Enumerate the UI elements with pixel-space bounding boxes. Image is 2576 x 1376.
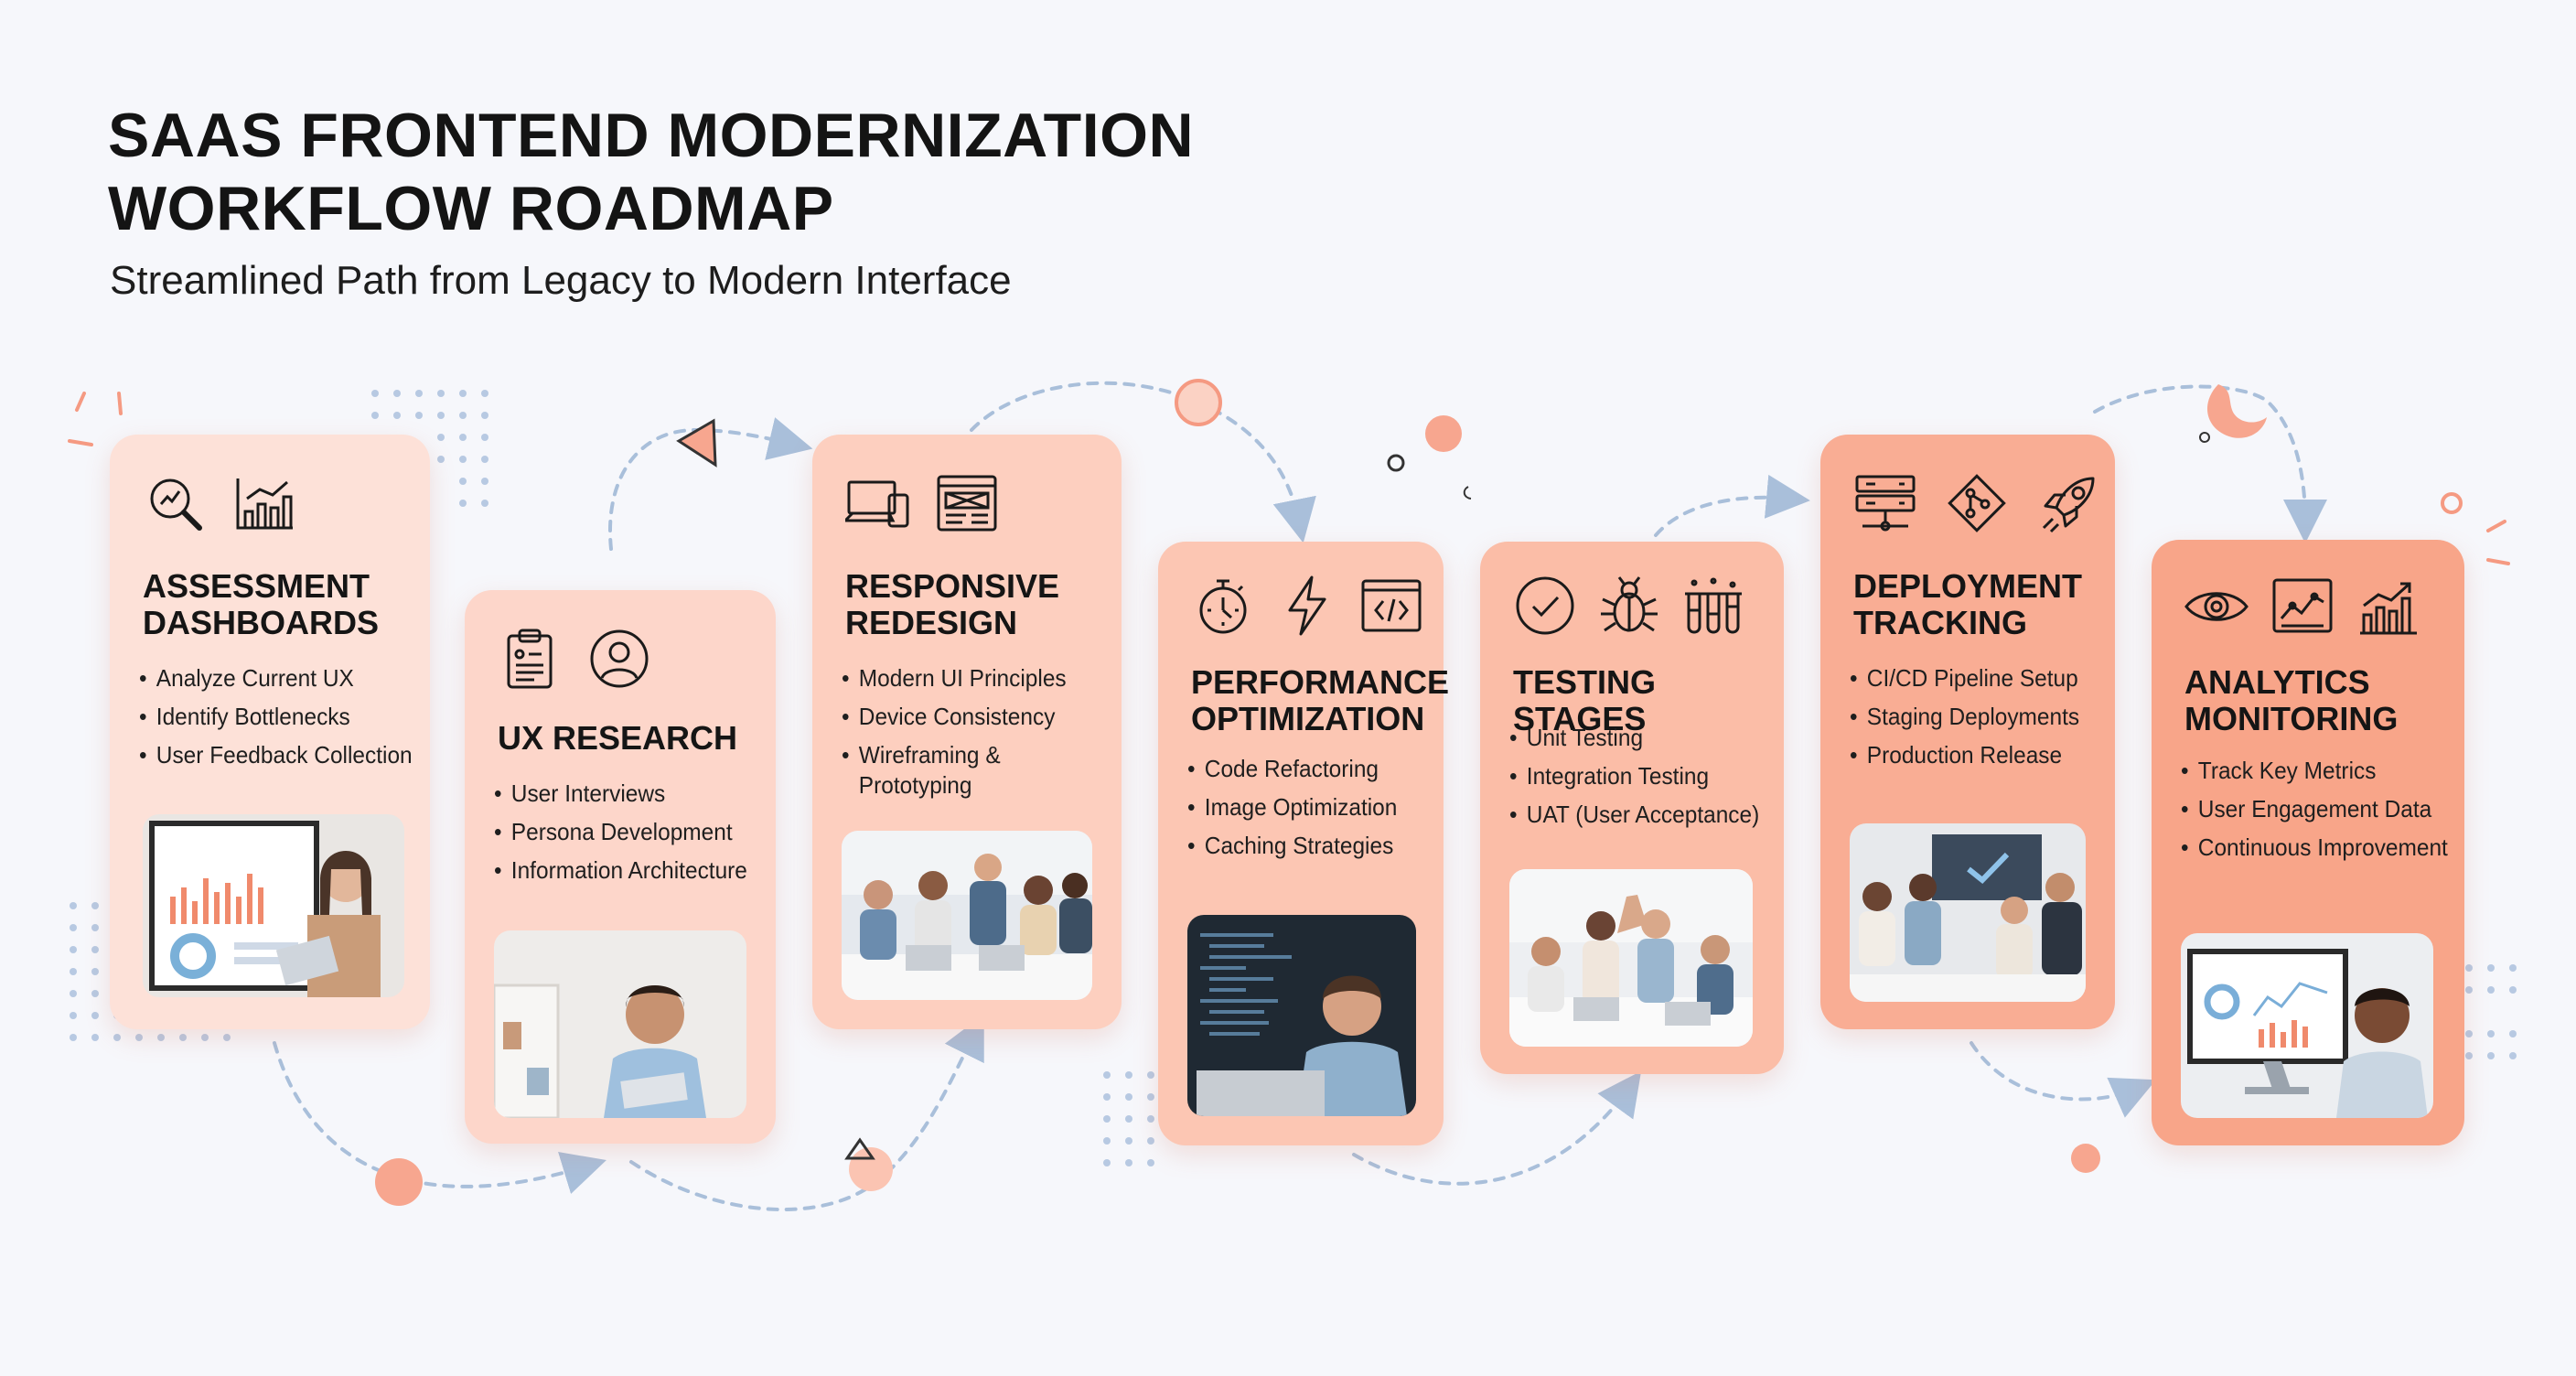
wireframe-icon xyxy=(935,471,999,535)
stage-bullet: Code Refactoring xyxy=(1187,754,1416,784)
git-branch-icon xyxy=(1945,471,2009,535)
stage-bullet: Identify Bottlenecks xyxy=(139,702,401,732)
man-holding-tablet-photo xyxy=(494,930,746,1118)
stage-title: RESPONSIVE REDESIGN xyxy=(845,568,1103,641)
stage-bullet: User Engagement Data xyxy=(2181,794,2435,824)
page-subtitle: Streamlined Path from Legacy to Modern I… xyxy=(110,258,1012,303)
stage-title-line-1: DEPLOYMENT xyxy=(1853,567,2083,605)
line-chart-icon xyxy=(2270,575,2334,639)
stage-bullet-list: Modern UI Principles Device Consistency … xyxy=(842,663,1103,809)
page-title-line-1: SAAS FRONTEND MODERNIZATION xyxy=(108,101,1195,170)
code-window-icon xyxy=(1359,574,1423,638)
stage-bullet-list: Analyze Current UX Identify Bottlenecks … xyxy=(139,663,417,779)
stage-bullet: CI/CD Pipeline Setup xyxy=(1850,663,2087,693)
stage-icons xyxy=(2184,575,2420,639)
test-tubes-icon xyxy=(1681,574,1745,638)
stage-title-line-1: RESPONSIVE xyxy=(845,567,1060,605)
stage-title-line-2: DASHBOARDS xyxy=(143,604,380,641)
stage-title-line-2: MONITORING xyxy=(2184,700,2399,737)
stage-title-line-1: PERFORMANCE xyxy=(1191,663,1450,701)
devices-icon xyxy=(845,471,909,535)
team-high-five-photo xyxy=(1509,869,1753,1047)
stage-card-performance-optimization: PERFORMANCE OPTIMIZATION Code Refactorin… xyxy=(1158,542,1450,1145)
analyst-at-monitor-photo xyxy=(2181,933,2433,1118)
stage-title-line-1: ASSESSMENT xyxy=(143,567,370,605)
stage-title-line-2: TRACKING xyxy=(1853,604,2027,641)
stage-bullet: Device Consistency xyxy=(842,702,1088,732)
stage-card-deployment-tracking: DEPLOYMENT TRACKING CI/CD Pipeline Setup… xyxy=(1820,435,2115,1029)
woman-presenting-dashboard-photo xyxy=(143,814,404,997)
stage-bullet: Analyze Current UX xyxy=(139,663,401,693)
stage-title-line-2: REDESIGN xyxy=(845,604,1018,641)
stage-icons xyxy=(1853,471,2100,535)
page-title-line-2: WORKFLOW ROADMAP xyxy=(108,174,834,243)
stage-icons xyxy=(1513,574,1745,638)
stage-bullet: Wireframing & Prototyping xyxy=(842,740,1031,801)
magnifier-chart-icon xyxy=(143,471,207,535)
stage-bullet: Unit Testing xyxy=(1509,723,1755,753)
bar-chart-icon xyxy=(232,471,296,535)
stage-bullet: Image Optimization xyxy=(1187,792,1416,822)
stage-bullet: Modern UI Principles xyxy=(842,663,1088,693)
team-meeting-photo xyxy=(842,831,1092,1000)
developer-at-laptop-photo xyxy=(1187,915,1416,1116)
stage-title: DEPLOYMENT TRACKING xyxy=(1853,568,2097,641)
team-celebrating-photo xyxy=(1850,823,2086,1002)
stage-bullet: Production Release xyxy=(1850,740,2087,770)
stage-card-assessment-dashboards: ASSESSMENT DASHBOARDS Analyze Current UX… xyxy=(110,435,430,1029)
page-title: SAAS FRONTEND MODERNIZATION WORKFLOW ROA… xyxy=(108,99,1297,245)
server-icon xyxy=(1853,471,1917,535)
stage-card-responsive-redesign: RESPONSIVE REDESIGN Modern UI Principles… xyxy=(812,435,1122,1029)
stage-icons xyxy=(1191,574,1423,638)
stage-bullet: User Feedback Collection xyxy=(139,740,413,770)
stage-title: UX RESEARCH xyxy=(498,720,757,757)
stage-title-line-1: ANALYTICS xyxy=(2184,663,2370,701)
stage-bullet: Persona Development xyxy=(494,817,746,847)
stage-icons xyxy=(498,627,651,691)
user-icon xyxy=(587,627,651,691)
eye-icon xyxy=(2184,575,2249,639)
stage-icons xyxy=(143,471,296,535)
stage-bullet: Track Key Metrics xyxy=(2181,756,2435,786)
stage-bullet: UAT (User Acceptance) xyxy=(1509,800,1759,830)
stage-title: ASSESSMENT DASHBOARDS xyxy=(143,568,412,641)
clipboard-icon xyxy=(498,627,562,691)
stage-bullet: Information Architecture xyxy=(494,855,747,886)
stage-title: PERFORMANCE OPTIMIZATION xyxy=(1191,663,1450,737)
stage-title-line-2: OPTIMIZATION xyxy=(1191,700,1425,737)
stage-bullet-list: Track Key Metrics User Engagement Data C… xyxy=(2181,756,2452,871)
stage-bullet: Caching Strategies xyxy=(1187,831,1416,861)
stage-card-testing-stages: TESTING STAGES Unit Testing Integration … xyxy=(1480,542,1784,1074)
accent-shapes xyxy=(68,379,2510,1206)
stopwatch-icon xyxy=(1191,574,1255,638)
stage-card-ux-research: UX RESEARCH User Interviews Persona Deve… xyxy=(465,590,776,1144)
lightning-icon xyxy=(1275,574,1339,638)
stage-icons xyxy=(845,471,999,535)
checkmark-circle-icon xyxy=(1513,574,1577,638)
stage-title: ANALYTICS MONITORING xyxy=(2184,664,2446,737)
stage-bullet-list: User Interviews Persona Development Info… xyxy=(494,779,763,894)
stage-bullet-list: Unit Testing Integration Testing UAT (Us… xyxy=(1509,723,1771,838)
bug-icon xyxy=(1597,574,1661,638)
stage-bullet: User Interviews xyxy=(494,779,746,809)
stage-card-analytics-monitoring: ANALYTICS MONITORING Track Key Metrics U… xyxy=(2152,540,2464,1145)
stage-bullet-list: Code Refactoring Image Optimization Cach… xyxy=(1187,754,1431,869)
stage-bullet-list: CI/CD Pipeline Setup Staging Deployments… xyxy=(1850,663,2102,779)
stage-bullet: Staging Deployments xyxy=(1850,702,2087,732)
growth-chart-icon xyxy=(2356,575,2420,639)
rocket-icon xyxy=(2036,471,2100,535)
stage-bullet: Continuous Improvement xyxy=(2181,833,2448,863)
stage-bullet: Integration Testing xyxy=(1509,761,1755,791)
stage-title-line-1: UX RESEARCH xyxy=(498,719,738,757)
